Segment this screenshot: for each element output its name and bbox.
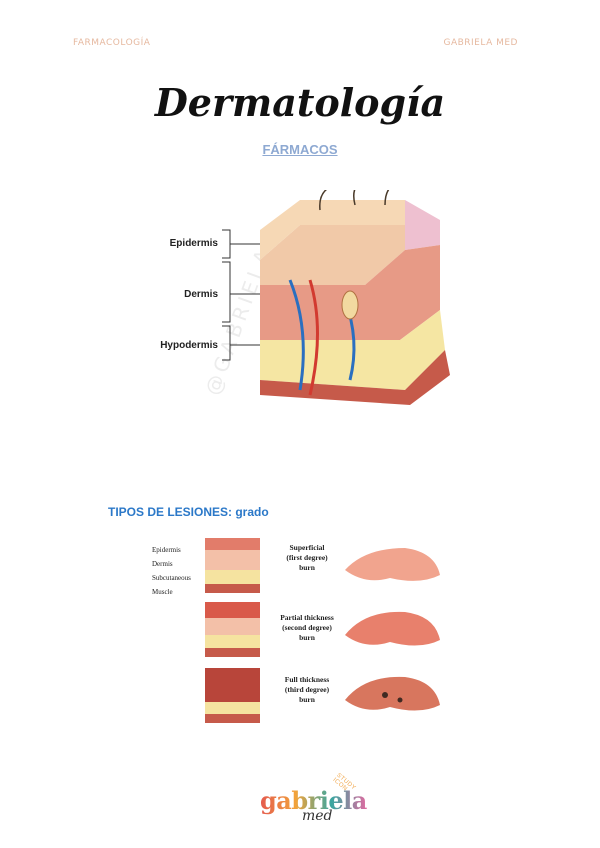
section-heading: TIPOS DE LESIONES: grado	[108, 505, 269, 519]
burn-label-muscle: Muscle	[152, 588, 173, 596]
skin-layers-illustration: Epidermis Dermis Hypodermis	[160, 190, 450, 405]
burn-label-epidermis: Epidermis	[152, 546, 181, 554]
burn-3-line3: burn	[299, 695, 316, 704]
header-author: GABRIELA MED	[443, 38, 518, 48]
burn-3-line2: (third degree)	[285, 685, 330, 694]
burn-2-line2: (second degree)	[282, 623, 332, 632]
label-hypodermis: Hypodermis	[160, 340, 218, 351]
label-epidermis: Epidermis	[170, 238, 219, 249]
logo-sub: med	[302, 808, 333, 824]
label-dermis: Dermis	[184, 289, 218, 300]
burn-1-line1: Superficial	[290, 543, 325, 552]
burn-2-line1: Partial thickness	[280, 613, 334, 622]
brand-logo: gabriela med STUDY ICON	[250, 772, 367, 830]
burn-2-line3: burn	[299, 633, 316, 642]
burn-1-line3: burn	[299, 563, 316, 572]
burn-label-dermis: Dermis	[152, 560, 173, 568]
burn-1-line2: (first degree)	[286, 553, 328, 562]
page-subtitle: FÁRMACOS	[262, 142, 338, 157]
header-subject: FARMACOLOGÍA	[73, 38, 151, 48]
logo-wordmark: gabriela	[260, 786, 367, 815]
burn-3-line1: Full thickness	[285, 675, 329, 684]
page-title: Dermatología	[154, 80, 446, 125]
burn-degrees-illustration: Epidermis Dermis Subcutaneous Muscle Sup…	[152, 538, 440, 723]
burn-label-subcutaneous: Subcutaneous	[152, 574, 191, 582]
